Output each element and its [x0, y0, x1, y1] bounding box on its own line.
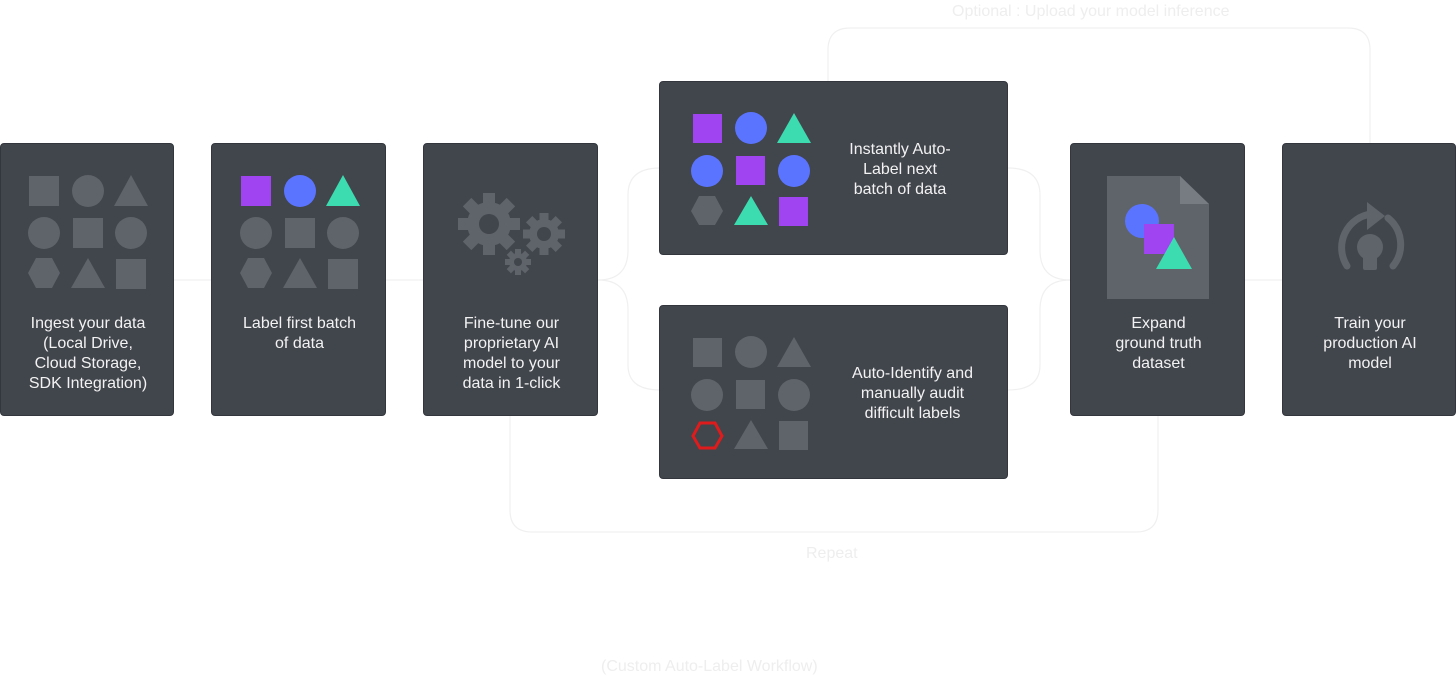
gears-icon	[458, 193, 565, 275]
step-card-ingest: Ingest your data (Local Drive, Cloud Sto…	[0, 143, 174, 416]
step-text-train: Train your production AI model	[1323, 315, 1417, 372]
dataset-document-icon	[1107, 176, 1209, 299]
step-text-auto-identify: Auto-Identify and manually audit difficu…	[852, 365, 973, 422]
step-card-train: Train your production AI model	[1282, 143, 1456, 416]
training-lightbulb-icon	[1338, 202, 1405, 270]
optional-loop-label: Optional : Upload your model inference	[952, 3, 1230, 20]
step-card-expand: Expand ground truth dataset	[1070, 143, 1245, 416]
flagged-shapes-icon	[691, 336, 811, 450]
step-text-fine-tune: Fine-tune our proprietary AI model to yo…	[462, 315, 561, 392]
flagged-hexagon-icon	[691, 421, 724, 450]
step-card-auto-label: Instantly Auto- Label next batch of data	[659, 81, 1008, 255]
step-text-ingest: Ingest your data (Local Drive, Cloud Sto…	[28, 315, 148, 392]
partially-labeled-shapes-icon	[240, 175, 360, 289]
step-text-label-first: Label first batch of data	[243, 315, 356, 352]
fully-labeled-shapes-icon	[691, 112, 811, 226]
unlabeled-shapes-icon	[28, 175, 148, 289]
step-card-label-first: Label first batch of data	[211, 143, 386, 416]
repeat-loop-label: Repeat	[806, 545, 858, 562]
step-card-auto-identify: Auto-Identify and manually audit difficu…	[659, 305, 1008, 479]
workflow-caption: (Custom Auto-Label Workflow)	[601, 658, 818, 675]
step-card-fine-tune: Fine-tune our proprietary AI model to yo…	[423, 143, 598, 416]
step-text-expand: Expand ground truth dataset	[1115, 315, 1202, 372]
step-text-auto-label: Instantly Auto- Label next batch of data	[849, 141, 951, 198]
